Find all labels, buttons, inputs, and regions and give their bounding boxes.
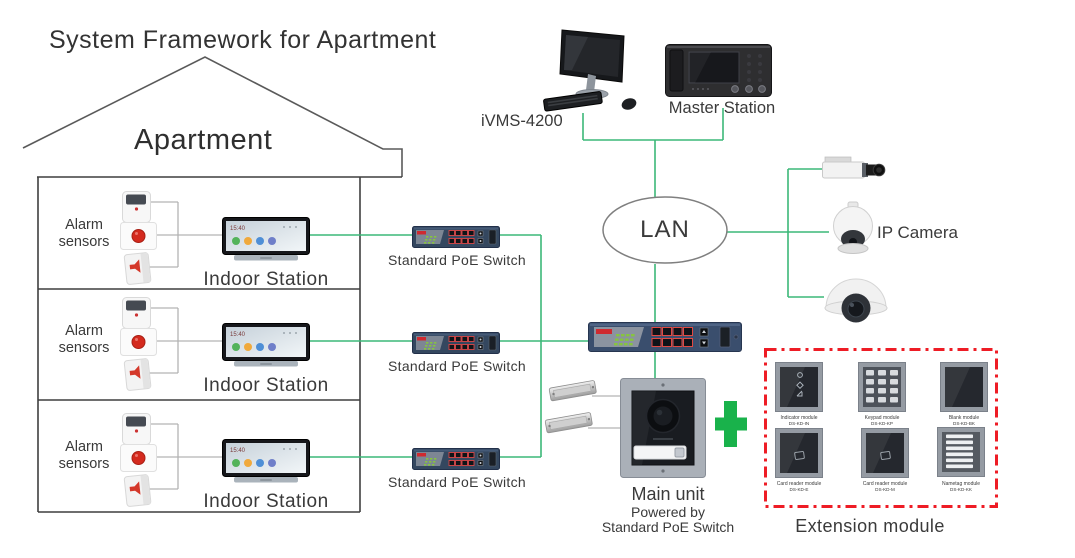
indoor-station-3 — [223, 440, 310, 483]
ivms-label: iVMS-4200 — [481, 112, 563, 130]
svg-text:Card reader module: Card reader module — [863, 481, 908, 487]
ptz-dome-camera-icon — [833, 201, 873, 254]
siren-sensor-icon — [123, 252, 152, 285]
keypad-module-icon — [859, 363, 906, 412]
poe-switch-1 — [413, 227, 500, 248]
lan-label: LAN — [640, 216, 690, 243]
extension-module-box — [764, 348, 998, 508]
alarm-sensors-label-2: Alarm sensors — [58, 323, 110, 356]
poe-switch-label-2: Standard PoE Switch — [388, 358, 526, 374]
poe-switch-label-1: Standard PoE Switch — [388, 252, 526, 268]
pir-sensor-icon — [122, 191, 151, 223]
svg-text:DS-KD-KP: DS-KD-KP — [871, 421, 893, 426]
indicator-module-icon — [776, 363, 823, 412]
master-station-icon — [665, 44, 772, 97]
poe-switch-2 — [413, 333, 500, 354]
blank-module-icon — [941, 363, 988, 412]
box-camera-icon — [822, 156, 886, 179]
alarm-sensors-label-3: Alarm sensors — [58, 439, 110, 472]
nametag-module-icon — [938, 428, 985, 477]
svg-text:DS-KD-E: DS-KD-E — [790, 487, 809, 492]
extension-module-label: Extension module — [795, 516, 945, 536]
magnetic-lock-2 — [545, 412, 593, 433]
magnetic-lock-1 — [549, 380, 597, 401]
master-station-label: Master Station — [668, 99, 776, 117]
plus-icon — [715, 401, 747, 447]
alarm-sensors-label-1: Alarm sensors — [58, 217, 110, 250]
svg-text:DS-KD-BK: DS-KD-BK — [953, 421, 976, 426]
svg-text:Keypad module: Keypad module — [865, 415, 900, 421]
svg-text:Nametag module: Nametag module — [942, 481, 980, 487]
indoor-station-label-3: Indoor Station — [203, 491, 329, 512]
main-poe-switch-icon — [588, 322, 742, 352]
main-unit-label: Main unit Powered by Standard PoE Switch — [593, 484, 743, 535]
main-unit-title: Main unit — [631, 484, 705, 504]
lan-ellipse — [602, 196, 728, 264]
ip-camera-label: IP Camera — [877, 223, 958, 242]
main-unit-icon — [620, 378, 706, 478]
indoor-station-label-2: Indoor Station — [203, 375, 329, 396]
apartment-label: Apartment — [134, 124, 273, 156]
dome-camera-icon — [824, 278, 888, 323]
ivms-computer-icon — [543, 29, 637, 112]
main-unit-subtitle1: Powered by — [631, 503, 705, 520]
svg-text:DS-KD-M: DS-KD-M — [875, 487, 895, 492]
indoor-station-2 — [223, 324, 310, 367]
indoor-station-1 — [223, 218, 310, 261]
svg-text:Indicator module: Indicator module — [781, 415, 818, 421]
module-labels: Indicator module DS-KD-IN Keypad module … — [777, 415, 980, 492]
svg-text:Card reader module: Card reader module — [777, 481, 822, 487]
card-reader-module-icon-1 — [776, 429, 823, 478]
house-outline — [22, 56, 403, 177]
svg-text:DS-KD-IN: DS-KD-IN — [789, 421, 809, 426]
poe-switch-3 — [413, 449, 500, 470]
connection-lines — [310, 108, 829, 458]
main-unit-subtitle2: Standard PoE Switch — [601, 518, 735, 535]
apartment-box — [37, 176, 402, 513]
svg-text:DS-KD-KK: DS-KD-KK — [950, 487, 973, 492]
indoor-station-label-1: Indoor Station — [203, 269, 329, 290]
alarm-sensor-set — [120, 191, 157, 508]
card-reader-module-icon-2 — [862, 429, 909, 478]
diagram-title: System Framework for Apartment — [49, 26, 437, 54]
sensor-wiring — [148, 201, 620, 490]
panic-button-icon — [120, 222, 157, 250]
svg-text:Blank module: Blank module — [949, 415, 980, 421]
poe-switch-label-3: Standard PoE Switch — [388, 474, 526, 490]
